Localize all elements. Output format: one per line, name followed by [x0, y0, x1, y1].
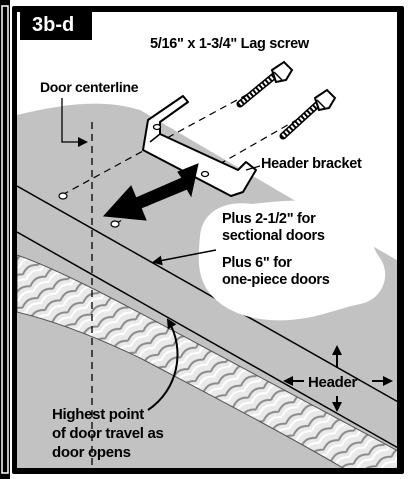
highest-point-line: Highest point: [52, 406, 144, 423]
highest-point-line: of door travel as: [52, 425, 164, 442]
clearance-sectional-line: Plus 2-1/2" for: [222, 211, 316, 227]
lag-screw-label: 5/16" x 1-3/4" Lag screw: [150, 36, 309, 52]
header-bracket-label: Header bracket: [261, 156, 362, 172]
clearance-sectional-line: sectional doors: [222, 228, 325, 244]
lag-screw-illustration: [236, 60, 337, 140]
screw-hole: [58, 192, 68, 200]
clearance-one-piece-line: Plus 6" for: [222, 255, 292, 271]
screw-hole: [110, 220, 120, 228]
clearance-arrow: [152, 249, 217, 266]
door-centerline-label: Door centerline: [40, 79, 139, 95]
left-edge-strip: [0, 0, 10, 479]
clearance-one-piece-line: one-piece doors: [222, 272, 330, 288]
bracket-hole: [200, 170, 210, 178]
step-tag: 3b-d: [20, 10, 92, 40]
header-bracket-illustration: [142, 95, 257, 197]
highest-point-line: door opens: [52, 444, 131, 461]
highest-point-arrow: [147, 318, 179, 411]
four-way-arrow-icon: [283, 345, 393, 412]
bracket-fold-line: [149, 133, 161, 143]
header-label: Header: [308, 374, 358, 391]
bracket-leader: [245, 165, 261, 171]
frame-inner-line: [1, 5, 9, 474]
bracket-hole: [152, 123, 162, 131]
large-black-arrow: [102, 163, 199, 221]
header-edge-line: [17, 231, 397, 449]
torsion-spring: [17, 254, 397, 468]
clearance-callout-blob: [198, 200, 386, 321]
centerline-leader: [61, 98, 88, 147]
